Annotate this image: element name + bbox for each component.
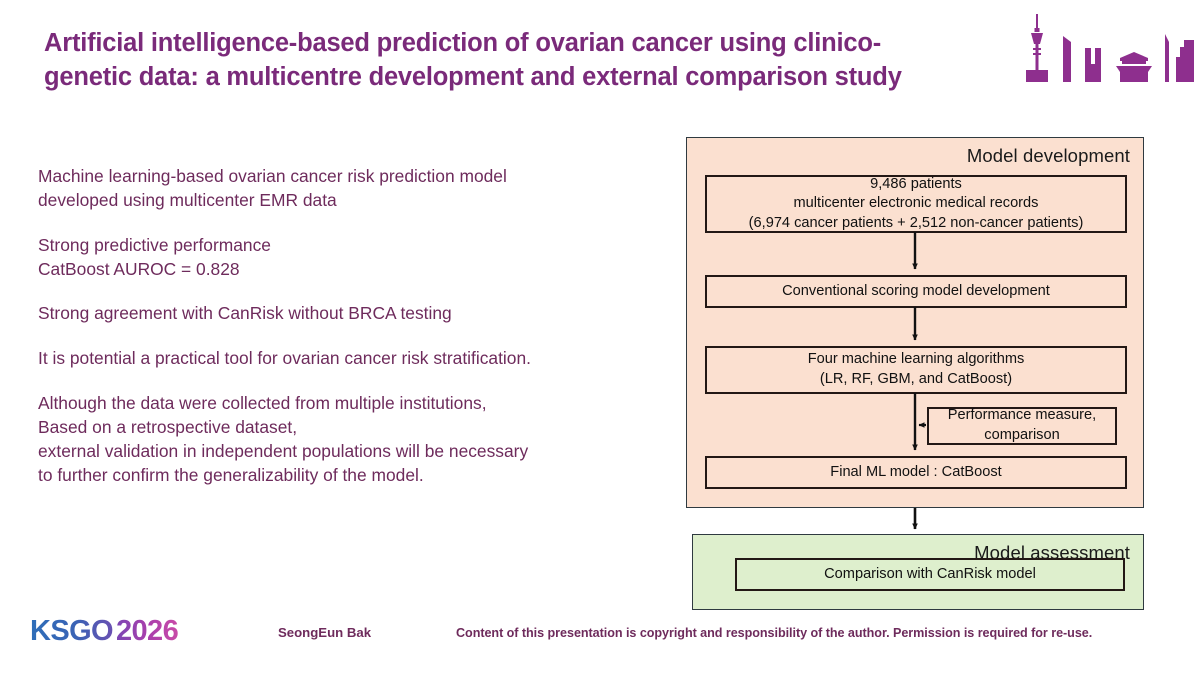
seoul-skyline-graphic [1008,14,1194,92]
summary-paragraph-5: Although the data were collected from mu… [38,393,529,485]
flow-box-performance-measure: Performance measure, comparison [927,407,1117,445]
model-assessment-panel: Model assessment Comparison with CanRisk… [692,534,1144,610]
summary-paragraph-1: Machine learning-based ovarian cancer ri… [38,166,507,210]
flow-box-cohort: 9,486 patients multicenter electronic me… [705,175,1127,233]
ksgo-logo-year: 2026 [116,615,179,647]
presenter-name: SeongEun Bak [278,625,372,640]
model-assessment-title: Model assessment [974,542,1130,563]
page-title: Artificial intelligence-based prediction… [44,29,902,91]
copyright-notice: Content of this presentation is copyrigh… [456,626,1093,640]
summary-paragraph-3: Strong agreement with CanRisk without BR… [38,303,452,324]
summary-text-block: Machine learning-based ovarian cancer ri… [38,165,658,487]
model-development-panel: Model development 9,486 patients multice… [686,137,1144,508]
model-development-title: Model development [966,145,1130,166]
skyline-icon [1026,14,1194,82]
ksgo-logo-brand: KSGO [30,615,114,647]
flow-box-conventional-scoring: Conventional scoring model development [705,275,1127,308]
summary-paragraph-2: Strong predictive performance CatBoost A… [38,234,271,279]
study-design-flowchart: Model development 9,486 patients multice… [686,137,1144,610]
flow-box-ml-algorithms: Four machine learning algorithms (LR, RF… [705,346,1127,394]
flow-box-canrisk-comparison: Comparison with CanRisk model [735,558,1125,591]
summary-paragraph-4: It is potential a practical tool for ova… [38,348,531,369]
flow-box-final-model: Final ML model : CatBoost [705,456,1127,489]
